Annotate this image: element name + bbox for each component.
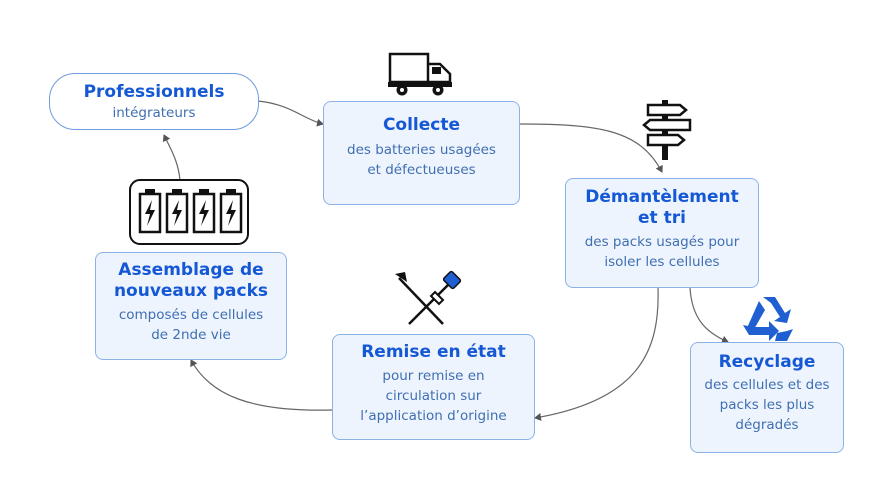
recycle-icon [743,297,793,341]
node-demantelement-title-line1: Démantèlement [585,187,739,207]
truck-icon [388,52,452,96]
node-recyclage-sub-line2: packs les plus [719,397,815,413]
node-assemblage: Assemblage de nouveaux packs composés de… [95,252,287,360]
node-professionnels: Professionnels intégrateurs [49,73,259,130]
node-professionnels-title: Professionnels [83,82,225,102]
node-demantelement-sub-line2: isoler les cellules [604,254,720,270]
arrow-collecte-to-demantelement [519,123,663,173]
node-collecte-sub-line1: des batteries usagées [347,142,496,158]
batteries-icon [129,179,249,245]
node-demantelement: Démantèlement et tri des packs usagés po… [565,178,759,288]
node-recyclage-sub-line3: dégradés [735,417,799,433]
node-remise-title: Remise en état [361,342,506,362]
node-assemblage-sub-line2: de 2nde vie [151,327,231,343]
node-recyclage-sub-line1: des cellules et des [704,377,830,393]
node-collecte-sub-line2: et défectueuses [367,162,476,178]
node-demantelement-sub-line1: des packs usagés pour [584,234,740,250]
node-remise-sub-line2: circulation sur [385,388,482,404]
signpost-icon [642,100,692,160]
node-assemblage-title-line2: nouveaux packs [113,281,269,301]
node-collecte: Collecte des batteries usagées et défect… [323,101,520,205]
node-remise: Remise en état pour remise en circulatio… [332,334,535,440]
node-remise-sub-line1: pour remise en [382,368,485,384]
node-assemblage-title-line1: Assemblage de [118,260,264,280]
arrow-demantelement-to-remise [534,287,659,421]
node-remise-sub-line3: l’application d’origine [360,408,507,424]
node-collecte-title: Collecte [382,115,461,135]
node-demantelement-title-line2: et tri [638,208,686,228]
arrow-demantelement-to-recyclage [689,287,729,344]
arrow-remise-to-assemblage [190,359,333,411]
arrow-professionnels-to-collecte [257,100,324,127]
node-recyclage-title: Recyclage [718,352,816,372]
node-recyclage: Recyclage des cellules et des packs les … [690,342,844,453]
tools-icon [395,270,462,325]
node-professionnels-sub: intégrateurs [112,105,196,121]
node-assemblage-sub-line1: composés de cellules [118,307,264,323]
arrow-assemblage-to-professionnels [162,134,181,181]
